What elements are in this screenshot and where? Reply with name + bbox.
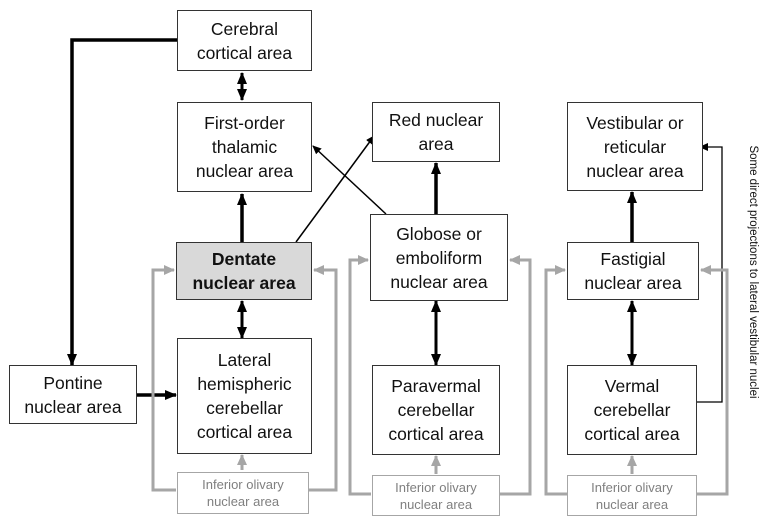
pontine-nuclear-area-box: Pontine nuclear area: [9, 365, 137, 424]
inferior-olivary-box-3: Inferior olivary nuclear area: [567, 475, 697, 516]
paravermal-cortical-area-box: Paravermal cerebellar cortical area: [372, 365, 500, 455]
cerebral-cortical-area-box: Cerebral cortical area: [177, 10, 312, 71]
arrow-dentate-to-red: [295, 135, 375, 243]
thalamic-nuclear-area-box: First-order thalamic nuclear area: [177, 102, 312, 192]
arrow-olivary-loop-fastigial-right: [697, 265, 729, 496]
vestibular-nuclear-area-box: Vestibular or reticular nuclear area: [567, 102, 703, 191]
red-nuclear-area-box: Red nuclear area: [372, 102, 500, 162]
arrow-olivary-loop-globose-right: [500, 255, 532, 496]
arrow-olivary-loop-dentate-left: [151, 265, 176, 492]
arrow-cerebral-to-pontine: [67, 38, 177, 366]
globose-nuclear-area-box: Globose or emboliform nuclear area: [370, 214, 508, 301]
fastigial-nuclear-area-box: Fastigial nuclear area: [567, 242, 699, 300]
arrow-globose-to-thalamic: [312, 145, 387, 215]
arrow-olivary-loop-dentate-right: [308, 265, 338, 492]
direct-projection-label: Some direct projections to lateral vesti…: [747, 145, 759, 399]
vermal-cortical-area-box: Vermal cerebellar cortical area: [567, 365, 697, 455]
lateral-hemispheric-cortical-area-box: Lateral hemispheric cerebellar cortical …: [177, 338, 312, 454]
arrow-vermal-to-vestibular: [697, 143, 723, 403]
inferior-olivary-box-1: Inferior olivary nuclear area: [177, 472, 309, 514]
dentate-nuclear-area-box: Dentate nuclear area: [176, 242, 312, 300]
arrow-olivary-loop-globose-left: [348, 255, 371, 496]
inferior-olivary-box-2: Inferior olivary nuclear area: [372, 475, 500, 516]
arrow-olivary-loop-fastigial-left: [544, 265, 567, 496]
